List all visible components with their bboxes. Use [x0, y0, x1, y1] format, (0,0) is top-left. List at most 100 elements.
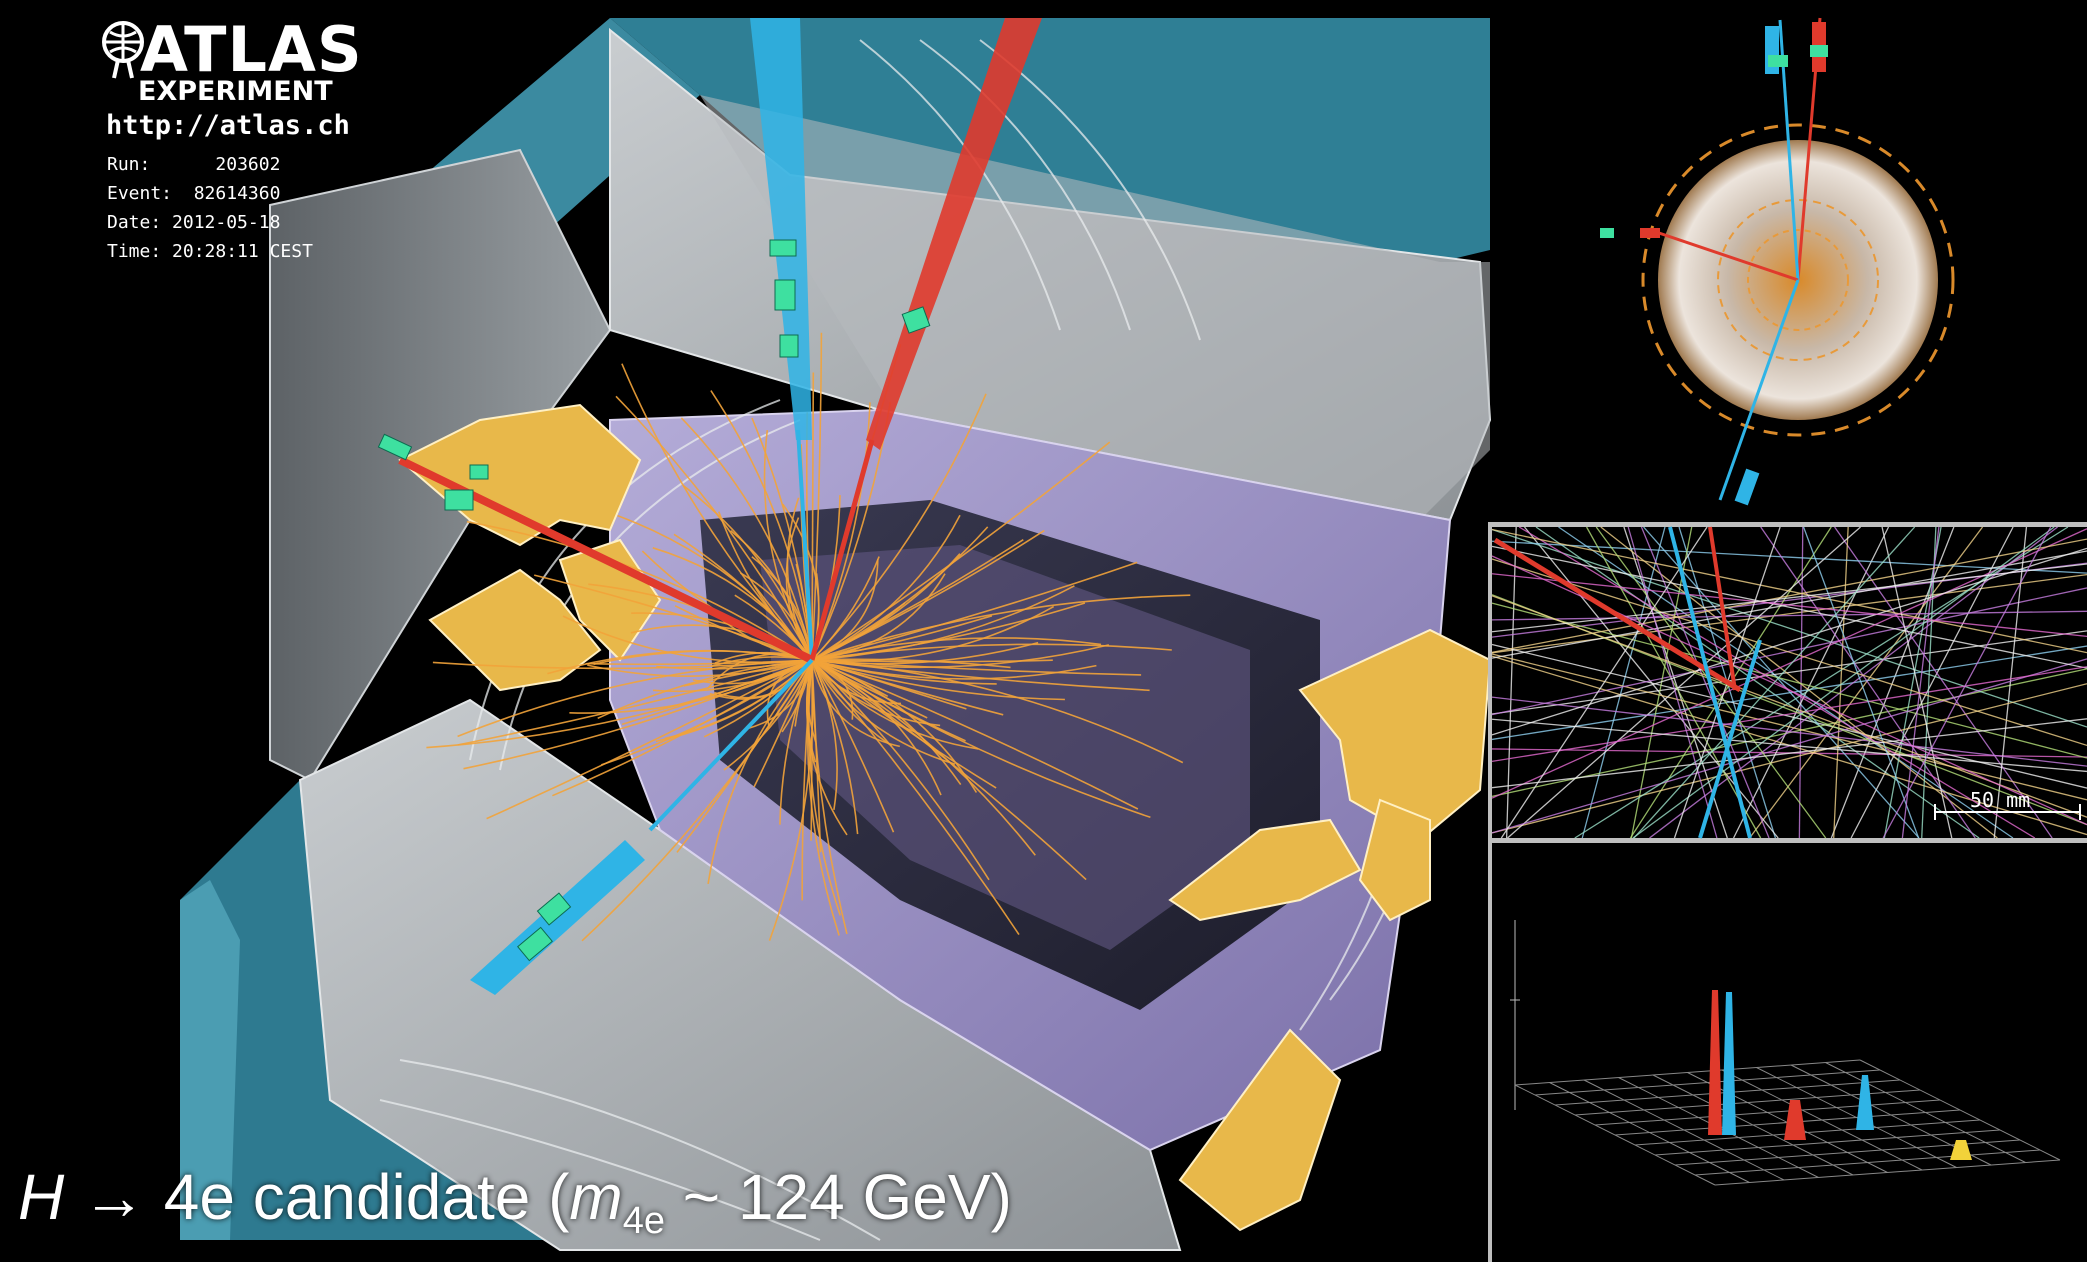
zoom-track: [1491, 547, 2087, 736]
zoom-track: [1491, 528, 2087, 654]
chamber-hits: [377, 239, 931, 962]
track-line: [811, 585, 1075, 661]
zoom-track: [1881, 526, 1953, 839]
zoom-track: [1491, 563, 2087, 633]
zoom-track: [1507, 526, 1861, 839]
scale-bar: [1934, 804, 2081, 820]
panel-divider-1: [1490, 522, 2087, 527]
track-line: [801, 659, 813, 901]
zoom-track: [1491, 696, 2087, 767]
vertex-zoom-view: [1491, 526, 2087, 839]
run-value: 203602: [215, 154, 281, 175]
track-line: [811, 659, 1142, 676]
track-line: [673, 533, 813, 661]
zoom-track: [1491, 718, 2087, 773]
zoom-track: [1627, 526, 1718, 839]
caption-decay: 4e candidate (: [163, 1161, 570, 1233]
muon-chamber-top: [610, 18, 1490, 262]
transverse-view: [1600, 17, 1955, 506]
time-label: Time:: [107, 241, 162, 262]
date-label: Date:: [107, 212, 162, 233]
logo-url: http://atlas.ch: [106, 110, 350, 141]
lego-grid-line: [1859, 1059, 2061, 1161]
scale-bar-label: 50 mm: [1970, 788, 2031, 812]
caption-particle: H: [18, 1161, 65, 1233]
track-line: [811, 441, 1111, 661]
lego-grid-line: [1756, 1067, 1957, 1168]
track-line: [457, 659, 813, 738]
track-line: [652, 659, 813, 693]
zoom-track: [1500, 526, 1708, 839]
track-line: [682, 484, 813, 661]
lego-grid-line: [1634, 1119, 1981, 1146]
zoom-track: [1491, 587, 2087, 716]
track-line: [805, 659, 817, 763]
track-line: [680, 417, 813, 661]
track-line: [597, 659, 813, 720]
track-line: [763, 430, 813, 661]
track-line: [811, 659, 956, 765]
track-line: [811, 659, 1053, 663]
zoom-track: [1643, 526, 1920, 839]
zoom-track: [1633, 526, 1916, 839]
event-info: Run: 203602 Event: 82614360 Date: 2012-0…: [107, 150, 313, 266]
track-line: [587, 659, 813, 677]
zoom-track: [1834, 526, 2053, 839]
zoom-track: [1640, 526, 1770, 839]
endcap-right: [1168, 628, 1492, 1232]
event-caption: H → 4e candidate (m4e ~ 124 GeV): [18, 1160, 1012, 1243]
track-line: [710, 390, 813, 661]
zoom-track: [1491, 528, 2087, 728]
track-line: [811, 659, 1150, 692]
zoom-track: [1574, 526, 2069, 839]
track-line: [811, 659, 966, 742]
zoom-track: [1491, 558, 2087, 747]
zoom-track: [1491, 645, 2087, 741]
lego-plot: [1510, 920, 2061, 1186]
track-line: [811, 659, 1065, 701]
track-line: [811, 643, 1172, 661]
zoom-track: [1491, 528, 2087, 799]
main-3d-view: [180, 18, 1492, 1251]
electron-track-red-top: [809, 439, 875, 661]
lego-grid-line: [1714, 1159, 2061, 1186]
track-line: [811, 637, 1102, 661]
muon-chamber-bottom-edge: [180, 880, 240, 1240]
track-line: [718, 511, 813, 661]
zoom-track: [1491, 573, 2087, 637]
track-line: [811, 553, 961, 661]
muon-chamber-left: [300, 18, 700, 560]
zoom-track: [1491, 683, 2087, 834]
zoom-track: [1749, 526, 1984, 839]
date-value: 2012-05-18: [172, 212, 281, 233]
run-label: Run:: [107, 154, 151, 175]
track-line: [811, 594, 1191, 661]
track-line: [426, 659, 813, 749]
track-line: [811, 659, 848, 935]
zoom-track: [1760, 526, 1976, 839]
zoom-track: [1491, 643, 2087, 789]
panel-divider-v: [1488, 522, 1492, 1262]
lego-grid-line: [1825, 1062, 2026, 1163]
caption-mass-value: ~ 124 GeV): [665, 1161, 1012, 1233]
zoom-track: [1491, 540, 2087, 574]
caption-mass-symbol: m: [569, 1161, 623, 1233]
zoom-track: [1732, 526, 1890, 839]
atlas-globe-icon: [102, 21, 144, 79]
track-line: [811, 561, 1138, 661]
track-line: [766, 659, 813, 727]
track-line: [811, 514, 961, 661]
zoom-track: [1491, 666, 2087, 763]
track-line: [811, 659, 892, 747]
zoom-track: [1883, 526, 1942, 839]
zoom-track: [1491, 718, 2087, 789]
track-line: [457, 659, 813, 746]
track-line: [811, 372, 815, 661]
zoom-track: [1491, 545, 2087, 669]
electron-track-blue-top: [796, 429, 814, 661]
zoom-electron-track: [1493, 537, 1742, 693]
track-line: [811, 659, 1139, 810]
event-value: 82614360: [193, 183, 281, 204]
track-line: [707, 659, 813, 885]
